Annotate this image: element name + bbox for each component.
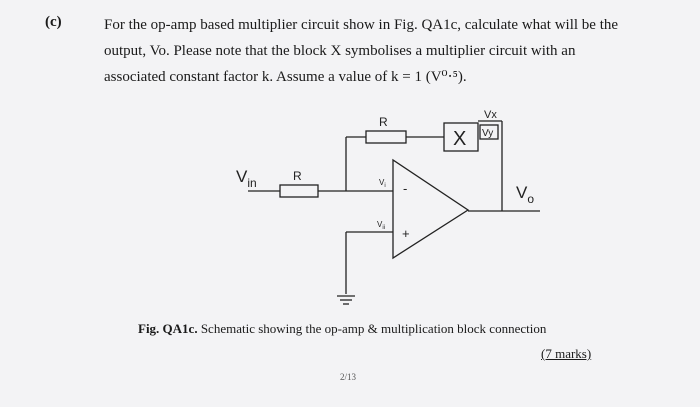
question-line-2: output, Vo. Please note that the block X… (104, 43, 576, 59)
op-amp-triangle (392, 158, 470, 260)
vx-label: Vx (484, 109, 497, 121)
resistor-feedback (365, 130, 407, 144)
figure-caption-prefix: Fig. QA1c. (138, 321, 198, 336)
question-label: (c) (45, 14, 62, 30)
question-line-1: For the op-amp based multiplier circuit … (104, 17, 619, 33)
vo-label: Vo (516, 183, 534, 206)
vy-label: Vy (482, 128, 493, 139)
r-feedback-label: R (379, 115, 388, 129)
question-line-3: associated constant factor k. Assume a v… (104, 69, 467, 85)
minus-label: - (403, 181, 407, 196)
question-text: For the op-amp based multiplier circuit … (104, 12, 664, 90)
resistor-input (279, 184, 319, 198)
vii-label: Vii (377, 220, 385, 231)
multiplier-label: X (453, 128, 466, 150)
marks-label: (7 marks) (541, 346, 592, 361)
ground-icon (337, 295, 355, 305)
figure-caption: Fig. QA1c. Schematic showing the op-amp … (138, 321, 546, 337)
r-input-label: R (293, 169, 302, 183)
vin-label: Vin (236, 167, 257, 190)
vy-input-box (479, 124, 499, 140)
vi-label: Vi (379, 178, 386, 189)
multiplier-block (443, 122, 479, 152)
figure-caption-text: Schematic showing the op-amp & multiplic… (197, 321, 547, 336)
plus-label: + (402, 226, 410, 241)
page-number: 2/13 (340, 372, 357, 382)
